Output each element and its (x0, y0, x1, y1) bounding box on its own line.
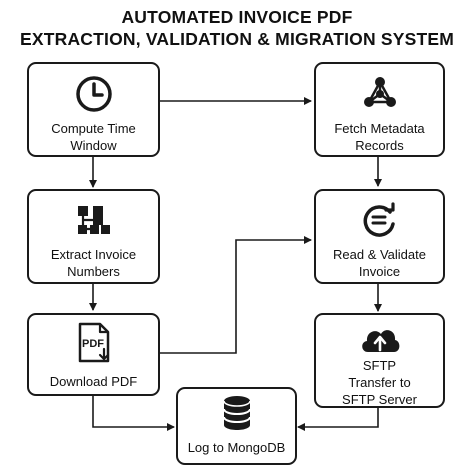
diagram-title-line-1: AUTOMATED INVOICE PDF (121, 7, 353, 27)
node-fetch-metadata-records: Fetch Metadata Records (314, 62, 445, 157)
refresh-list-icon (363, 202, 395, 237)
database-icon (222, 396, 251, 430)
node-compute-time-line-2: Window (70, 138, 117, 153)
network-nodes-icon (363, 77, 396, 107)
node-compute-time-line-1: Compute Time (51, 121, 136, 136)
diagram-title: AUTOMATED INVOICE PDF EXTRACTION, VALIDA… (0, 6, 474, 50)
connector-download-to-read (160, 236, 312, 354)
node-sftp-transfer-line-3: SFTP Server (342, 392, 417, 407)
node-fetch-metadata-label: Fetch Metadata Records (316, 120, 443, 154)
node-fetch-metadata-line-2: Records (355, 138, 404, 153)
pdf-icon-text: PDF (82, 338, 104, 350)
node-extract-invoice-line-1: Extract Invoice (50, 247, 137, 262)
node-read-validate-line-2: Invoice (358, 264, 401, 279)
node-fetch-metadata-line-1: Fetch Metadata (334, 121, 425, 136)
node-read-validate-invoice: Read & Validate Invoice (314, 189, 445, 284)
cloud-upload-icon (361, 330, 399, 352)
node-compute-time-label: Compute Time Window (29, 120, 158, 154)
node-read-validate-line-1: Read & Validate (333, 247, 426, 262)
node-download-pdf-label: Download PDF (29, 373, 158, 390)
clock-icon (75, 76, 112, 112)
node-log-mongodb-label: Log to MongoDB (178, 439, 295, 456)
node-sftp-transfer-line-1: SFTP (362, 358, 397, 373)
pdf-download-icon: PDF (78, 322, 109, 363)
node-log-mongodb-line-1: Log to MongoDB (187, 440, 286, 455)
node-download-pdf: PDF Download PDF (27, 313, 160, 396)
node-extract-invoice-line-2: Numbers (67, 264, 120, 279)
node-log-to-mongodb: Log to MongoDB (176, 387, 297, 465)
connector-download-to-log (92, 396, 175, 431)
hierarchy-icon (77, 206, 110, 234)
node-sftp-transfer-label: SFTP Transfer to SFTP Server (316, 357, 443, 408)
node-sftp-transfer: SFTP Transfer to SFTP Server (314, 313, 445, 408)
connector-sftp-to-log (297, 408, 379, 431)
node-extract-invoice-label: Extract Invoice Numbers (29, 246, 158, 280)
node-extract-invoice-numbers: Extract Invoice Numbers (27, 189, 160, 284)
diagram-title-line-2: EXTRACTION, VALIDATION & MIGRATION SYSTE… (19, 29, 455, 49)
node-read-validate-label: Read & Validate Invoice (316, 246, 443, 280)
node-download-pdf-line-1: Download PDF (49, 374, 138, 389)
node-compute-time-window: Compute Time Window (27, 62, 160, 157)
node-sftp-transfer-line-2: Transfer to (348, 375, 411, 390)
